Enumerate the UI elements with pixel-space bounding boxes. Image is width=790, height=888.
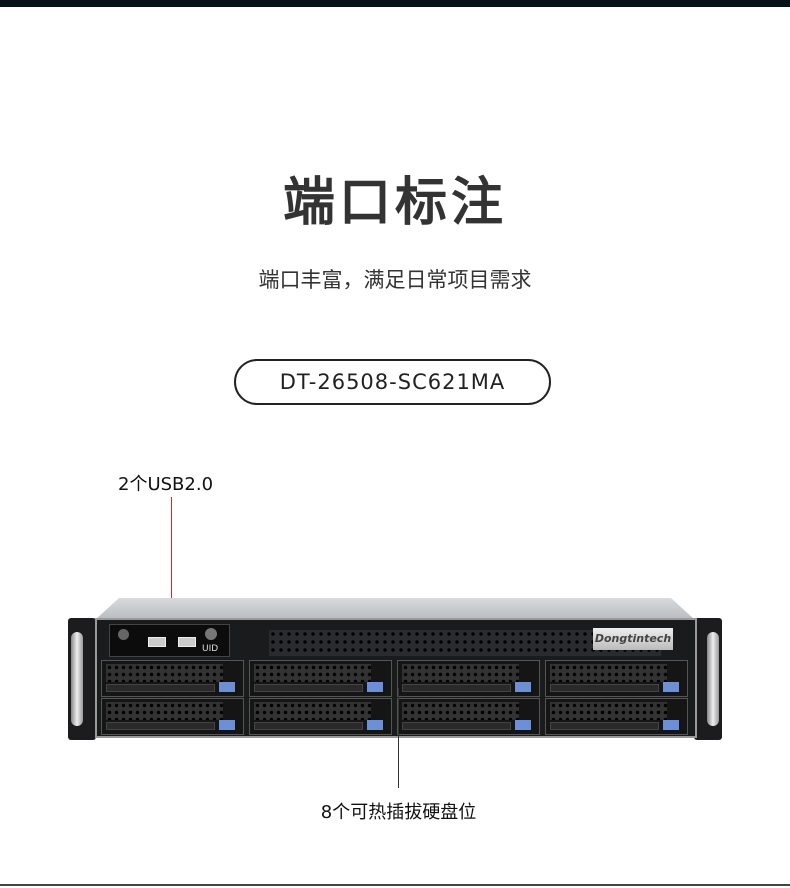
brand-logo: Dongtintech — [593, 628, 673, 650]
control-panel: UID — [109, 624, 230, 657]
drive-bay — [101, 660, 244, 697]
top-bar — [0, 0, 790, 7]
drive-bay — [397, 698, 540, 735]
usb-port — [148, 637, 166, 647]
usb-annotation-label: 2个USB2.0 — [118, 474, 214, 495]
drive-bay — [397, 660, 540, 697]
usb-annotation-line — [171, 497, 172, 649]
left-rack-ear — [68, 618, 96, 740]
bottom-divider — [0, 884, 790, 886]
drive-bay — [545, 698, 688, 735]
chassis-lid — [95, 598, 695, 620]
left-handle — [71, 632, 83, 726]
page-title: 端口标注 — [282, 173, 507, 233]
drive-bay — [101, 698, 244, 735]
front-panel: UID Dongtintech — [95, 618, 697, 738]
uid-label: UID — [202, 644, 219, 654]
drive-annotation-label: 8个可热插拔硬盘位 — [320, 802, 477, 823]
page-subtitle: 端口丰富，满足日常项目需求 — [258, 268, 532, 292]
drive-bay — [249, 660, 392, 697]
power-button-icon — [118, 629, 129, 640]
drive-bay — [545, 660, 688, 697]
model-badge: DT-26508-SC621MA — [234, 359, 551, 405]
uid-button-icon — [205, 628, 217, 640]
server-chassis: UID Dongtintech — [68, 598, 722, 740]
drive-annotation-line — [398, 688, 399, 788]
drive-bay — [249, 698, 392, 735]
usb-port — [178, 637, 196, 647]
right-rack-ear — [694, 618, 722, 740]
right-handle — [707, 632, 719, 726]
